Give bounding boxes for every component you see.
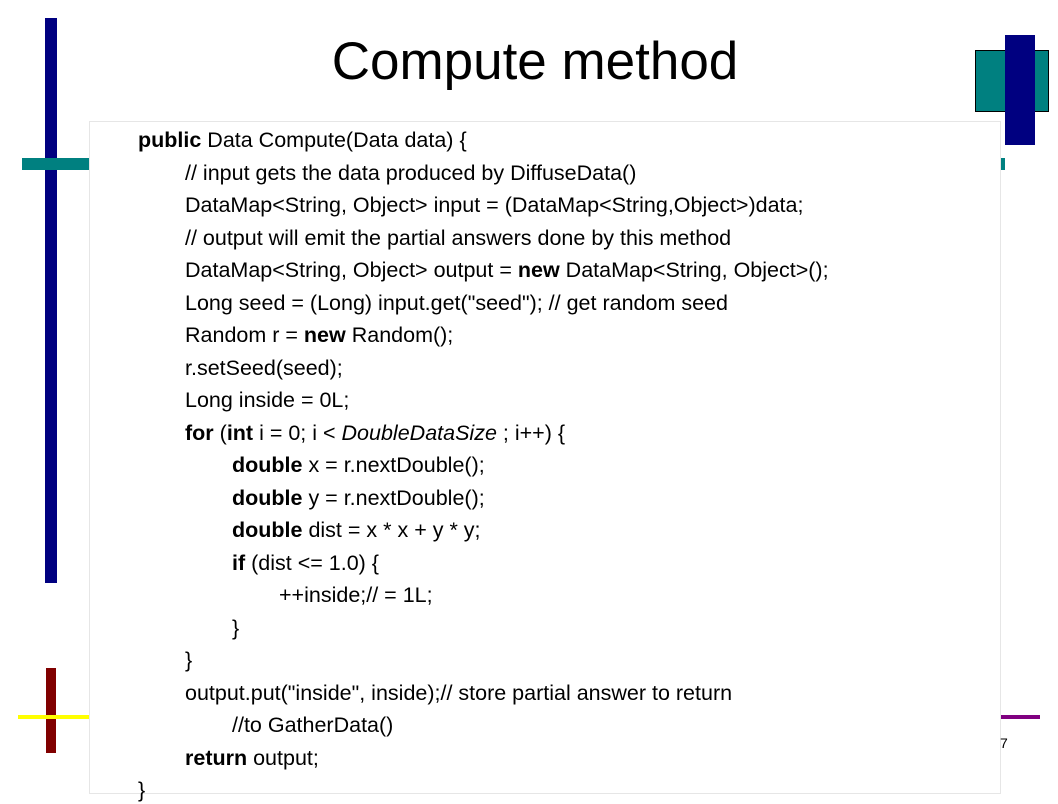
right-purple-bar	[998, 715, 1040, 719]
code-line: for (int i = 0; i < DoubleDataSize ; i++…	[185, 419, 565, 447]
code-line: double dist = x * x + y * y;	[232, 516, 481, 544]
code-text: // input gets the data produced by Diffu…	[185, 160, 637, 185]
code-text: output;	[247, 745, 319, 770]
left-yellow-bar	[18, 715, 98, 719]
code-text: // output will emit the partial answers …	[185, 225, 732, 250]
code-text: ++inside;// = 1L;	[279, 583, 433, 607]
code-keyword: return	[185, 745, 248, 770]
code-keyword: for	[185, 420, 214, 445]
left-navy-bar	[45, 18, 57, 583]
code-text: DataMap<String, Object> output =	[185, 258, 518, 282]
code-line: r.setSeed(seed);	[185, 354, 343, 382]
code-line: double y = r.nextDouble();	[232, 484, 485, 512]
code-text: y = r.nextDouble();	[302, 485, 485, 510]
code-line: output.put("inside", inside);// store pa…	[185, 679, 732, 707]
code-line: DataMap<String, Object> input = (DataMap…	[185, 191, 803, 219]
right-navy-bar	[1005, 35, 1035, 145]
code-line: // input gets the data produced by Diffu…	[185, 159, 636, 187]
code-text: r.setSeed(seed);	[185, 355, 343, 380]
code-text: Random r =	[185, 323, 304, 347]
code-text: }	[232, 615, 240, 640]
code-text: i = 0; i <	[253, 420, 342, 445]
code-text: Data Compute(Data data) {	[201, 128, 467, 152]
code-keyword: int	[226, 420, 254, 445]
code-text: Long seed = (Long) input.get("seed"); //…	[185, 290, 728, 315]
code-text: dist = x * x + y * y;	[302, 518, 481, 542]
left-teal-bar	[22, 158, 94, 170]
code-identifier: DoubleDataSize	[341, 420, 497, 445]
code-text: output.put("inside", inside);// store pa…	[185, 680, 733, 705]
code-text: Random();	[345, 323, 454, 347]
code-keyword: new	[303, 323, 346, 347]
slide-title: Compute method	[331, 32, 739, 91]
code-text: DataMap<String, Object>();	[559, 258, 829, 282]
code-line: //to GatherData()	[232, 711, 393, 739]
code-line: }	[138, 776, 145, 804]
code-line: ++inside;// = 1L;	[279, 581, 433, 609]
code-line: // output will emit the partial answers …	[185, 224, 731, 252]
code-text: Long inside = 0L;	[185, 388, 350, 412]
code-line: Long seed = (Long) input.get("seed"); //…	[185, 289, 728, 317]
right-teal-stub	[995, 158, 1005, 170]
code-keyword: double	[232, 485, 303, 510]
code-text: //to GatherData()	[232, 713, 394, 737]
code-line: public Data Compute(Data data) {	[138, 126, 467, 154]
code-block: public Data Compute(Data data) { // input…	[90, 122, 1000, 802]
code-keyword: public	[138, 128, 202, 152]
page-number: 7	[1000, 735, 1008, 751]
code-keyword: double	[232, 453, 303, 477]
code-text: }	[138, 778, 146, 802]
code-text: (dist <= 1.0) {	[245, 550, 379, 575]
code-line: if (dist <= 1.0) {	[232, 549, 379, 577]
code-line: double x = r.nextDouble();	[232, 451, 485, 479]
code-text: }	[185, 648, 193, 672]
code-keyword: new	[517, 258, 560, 282]
code-text: ; i++) {	[496, 420, 566, 445]
code-line: return output;	[185, 744, 319, 772]
code-text: DataMap<String, Object> input = (DataMap…	[185, 193, 804, 217]
code-keyword: double	[232, 518, 303, 542]
code-line: }	[232, 614, 239, 642]
code-line: Random r = new Random();	[185, 321, 453, 349]
code-text: (	[213, 420, 227, 445]
code-text: x = r.nextDouble();	[302, 453, 485, 477]
left-maroon-bar	[46, 668, 56, 753]
code-line: DataMap<String, Object> output = new Dat…	[185, 256, 829, 284]
code-line: Long inside = 0L;	[185, 386, 349, 414]
code-line: }	[185, 646, 192, 674]
code-keyword: if	[232, 550, 246, 575]
